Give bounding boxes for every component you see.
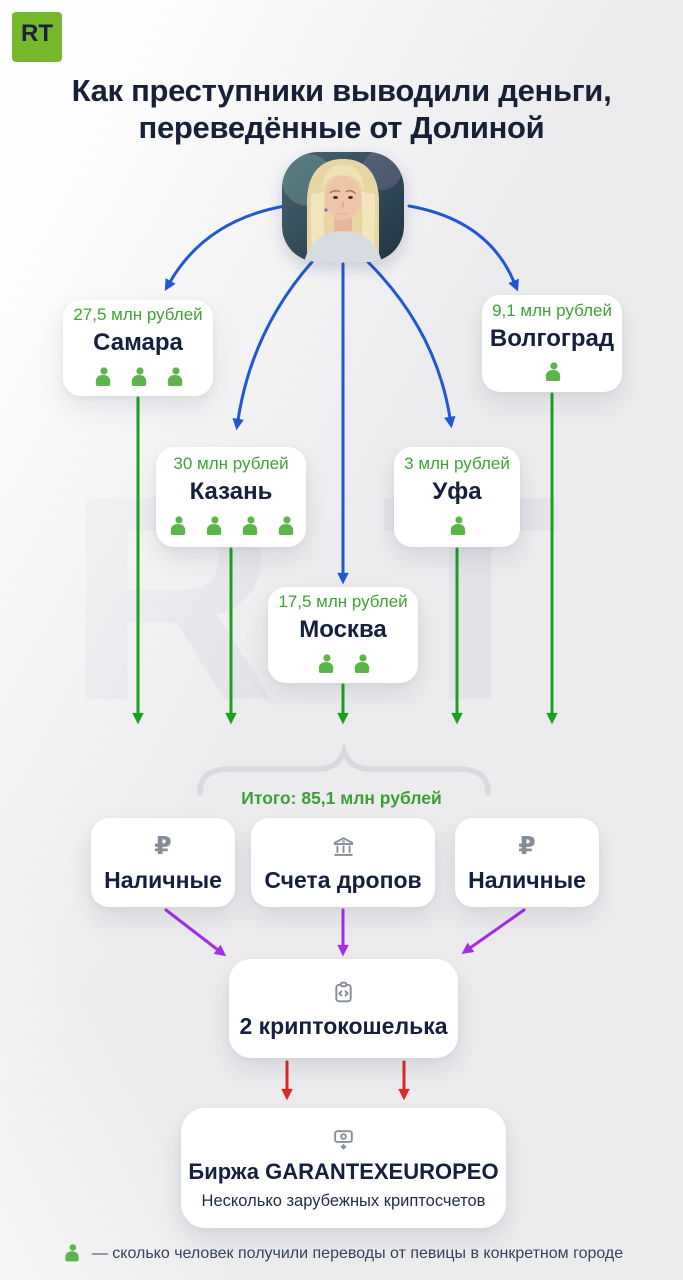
person-icon [131, 366, 146, 386]
person-icon [206, 515, 221, 535]
page-title: Как преступники выводили деньги, перевед… [0, 72, 683, 146]
channel-card-cash-right: ₽ Наличные [455, 818, 599, 907]
person-icon [354, 653, 369, 673]
person-icon [318, 653, 333, 673]
city-card-kazan: 30 млн рублей Казань [156, 447, 306, 547]
person-icon [167, 366, 182, 386]
ruble-icon: ₽ [518, 832, 536, 861]
arrow-blue-to-volgograd [407, 204, 519, 292]
arrow-purple-left [164, 908, 227, 957]
arrow-purple-right [461, 908, 526, 954]
crypto-label: 2 криптокошелька [239, 1012, 448, 1039]
total-brace [197, 742, 491, 796]
people-row [313, 652, 374, 677]
channel-label: Наличные [104, 866, 222, 893]
person-icon [242, 515, 257, 535]
channel-card-cash-left: ₽ Наличные [91, 818, 235, 907]
exchange-card: Биржа GARANTEXEUROPEO Несколько зарубежн… [181, 1108, 506, 1228]
city-card-samara: 27,5 млн рублей Самара [63, 300, 213, 396]
city-card-volgograd: 9,1 млн рублей Волгоград [482, 295, 622, 392]
dolina-portrait-illustration [282, 152, 404, 262]
person-icon [545, 362, 560, 382]
channel-card-drop-accounts: Счета дропов [251, 818, 435, 907]
person-icon [450, 515, 465, 535]
exchange-title: Биржа GARANTEXEUROPEO [188, 1159, 499, 1184]
amount-label: 9,1 млн рублей [492, 300, 612, 320]
dolina-photo [282, 152, 404, 262]
rt-logo-text: RT [21, 20, 53, 47]
person-icon [278, 515, 293, 535]
crypto-wallet-icon-wrap [330, 978, 357, 1008]
exchange-subtitle: Несколько зарубежных криптосчетов [201, 1192, 486, 1211]
title-line-2: переведённые от Долиной [138, 110, 545, 145]
arrow-blue-to-ufa [366, 260, 456, 429]
city-name: Волгоград [489, 324, 615, 352]
person-icon [65, 1244, 79, 1262]
city-name: Казань [189, 478, 273, 506]
amount-label: 27,5 млн рублей [73, 305, 203, 325]
amount-label: 17,5 млн рублей [278, 592, 408, 612]
amount-label: 3 млн рублей [404, 454, 510, 474]
people-row [540, 360, 565, 385]
arrow-blue-to-samara [164, 204, 287, 291]
total-label: Итого: 85,1 млн рублей [241, 788, 442, 808]
amount-label: 30 млн рублей [173, 454, 289, 474]
channel-label: Наличные [468, 866, 586, 893]
city-card-moscow: 17,5 млн рублей Москва [268, 587, 418, 683]
person-icon [95, 366, 110, 386]
ruble-icon: ₽ [154, 832, 172, 861]
city-name: Самара [93, 329, 183, 357]
bank-icon [333, 837, 353, 857]
channel-label: Счета дропов [264, 866, 422, 893]
bank-icon-wrap [330, 832, 357, 862]
city-name: Уфа [432, 478, 482, 506]
people-row [445, 514, 470, 539]
crypto-wallets-card: 2 криптокошелька [229, 959, 458, 1058]
rt-logo: RT [12, 12, 62, 62]
cash-withdrawal-icon [334, 1129, 353, 1149]
legend-text: — сколько человек получили переводы от п… [91, 1244, 624, 1262]
arrow-blue-to-kazan [232, 260, 314, 431]
crypto-wallet-icon [335, 982, 352, 1003]
legend: — сколько человек получили переводы от п… [0, 1242, 683, 1265]
people-row [165, 514, 298, 539]
cash-withdrawal-icon-wrap [330, 1124, 357, 1154]
title-line-1: Как преступники выводили деньги, [71, 73, 612, 108]
people-row [90, 365, 187, 390]
person-icon [170, 515, 185, 535]
city-card-ufa: 3 млн рублей Уфа [394, 447, 520, 547]
city-name: Москва [299, 616, 387, 644]
